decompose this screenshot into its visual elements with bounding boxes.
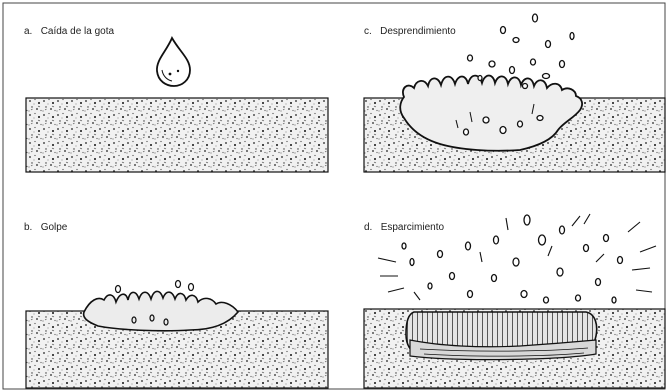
panel-d-title: Esparcimiento xyxy=(381,222,444,233)
panel-a-label: a. Caída de la gota xyxy=(24,26,114,37)
panel-d-spreading xyxy=(364,214,665,388)
raindrop-icon xyxy=(157,38,190,86)
panel-c-label: c. Desprendimiento xyxy=(364,26,456,37)
soil-block-a xyxy=(26,98,328,172)
panel-b-label: b. Golpe xyxy=(24,222,67,233)
panel-d-letter: d. xyxy=(364,222,372,233)
panel-a-drop-fall xyxy=(26,38,328,172)
panel-c-letter: c. xyxy=(364,26,372,37)
panel-b-letter: b. xyxy=(24,222,32,233)
panel-b-impact xyxy=(26,281,328,389)
splash-crown-b xyxy=(84,291,238,330)
panel-c-detachment xyxy=(364,14,665,172)
panel-b-title: Golpe xyxy=(41,222,68,233)
panel-d-label: d. Esparcimiento xyxy=(364,222,444,233)
panel-a-letter: a. xyxy=(24,26,32,37)
panel-c-title: Desprendimiento xyxy=(380,26,456,37)
panel-a-title: Caída de la gota xyxy=(41,26,114,37)
